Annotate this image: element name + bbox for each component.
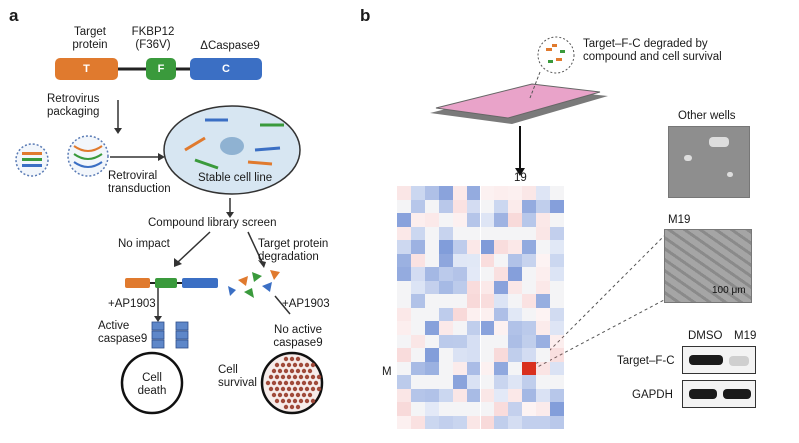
other-wells-micrograph — [668, 126, 750, 198]
well-plate-icon — [430, 36, 608, 124]
virus-particle-icon — [15, 143, 49, 177]
ap1903-left-label: +AP1903 — [108, 298, 156, 310]
blot-gapdh-label: GAPDH — [632, 389, 673, 401]
cell-death-well — [120, 351, 184, 415]
degraded-caption: Target–F-C degraded by compound and cell… — [583, 38, 722, 63]
degraded-fragments-icon — [228, 270, 280, 298]
row-label: M — [382, 366, 392, 378]
construct-target-bar: T — [55, 58, 118, 80]
target-protein-label: Target protein — [72, 26, 108, 51]
ap1903-right-label: +AP1903 — [282, 298, 330, 310]
degradation-label: Target protein degradation — [258, 238, 329, 263]
m19-micrograph — [664, 229, 752, 303]
retrovirus-label: Retrovirus packaging — [47, 93, 100, 118]
caspase9-label: ΔCaspase9 — [200, 40, 260, 52]
transduction-label: Retroviral transduction — [108, 170, 171, 195]
blot-dmso-label: DMSO — [688, 330, 723, 342]
blot-target-label: Target–F-C — [617, 355, 675, 367]
target-blot — [682, 346, 756, 374]
panel-b-letter: b — [360, 6, 371, 25]
screen-heatmap — [397, 186, 564, 429]
stable-line-label: Stable cell line — [198, 172, 273, 184]
construct-caspase-bar: C — [190, 58, 262, 80]
cell-survival-label: Cell survival — [218, 364, 257, 389]
screen-label: Compound library screen — [148, 217, 277, 229]
construct-fkbp-bar: F — [146, 58, 176, 80]
active-caspase-label: Active caspase9 — [98, 320, 148, 345]
m19-label: M19 — [668, 214, 691, 226]
blot-m19-label: M19 — [734, 330, 757, 342]
no-impact-label: No impact — [118, 238, 170, 250]
gapdh-blot — [682, 380, 756, 408]
scale-bar-label: 100 μm — [712, 285, 746, 296]
stable-cell-icon — [163, 105, 301, 195]
other-wells-label: Other wells — [678, 110, 736, 122]
no-active-caspase-label: No active caspase9 — [273, 324, 323, 349]
cell-death-label: Cell death — [137, 372, 167, 397]
virus-particle-icon — [67, 135, 109, 177]
panel-a-letter: a — [9, 6, 19, 25]
column-label: 19 — [514, 172, 527, 184]
fkbp12-label: FKBP12 (F36V) — [131, 26, 175, 51]
